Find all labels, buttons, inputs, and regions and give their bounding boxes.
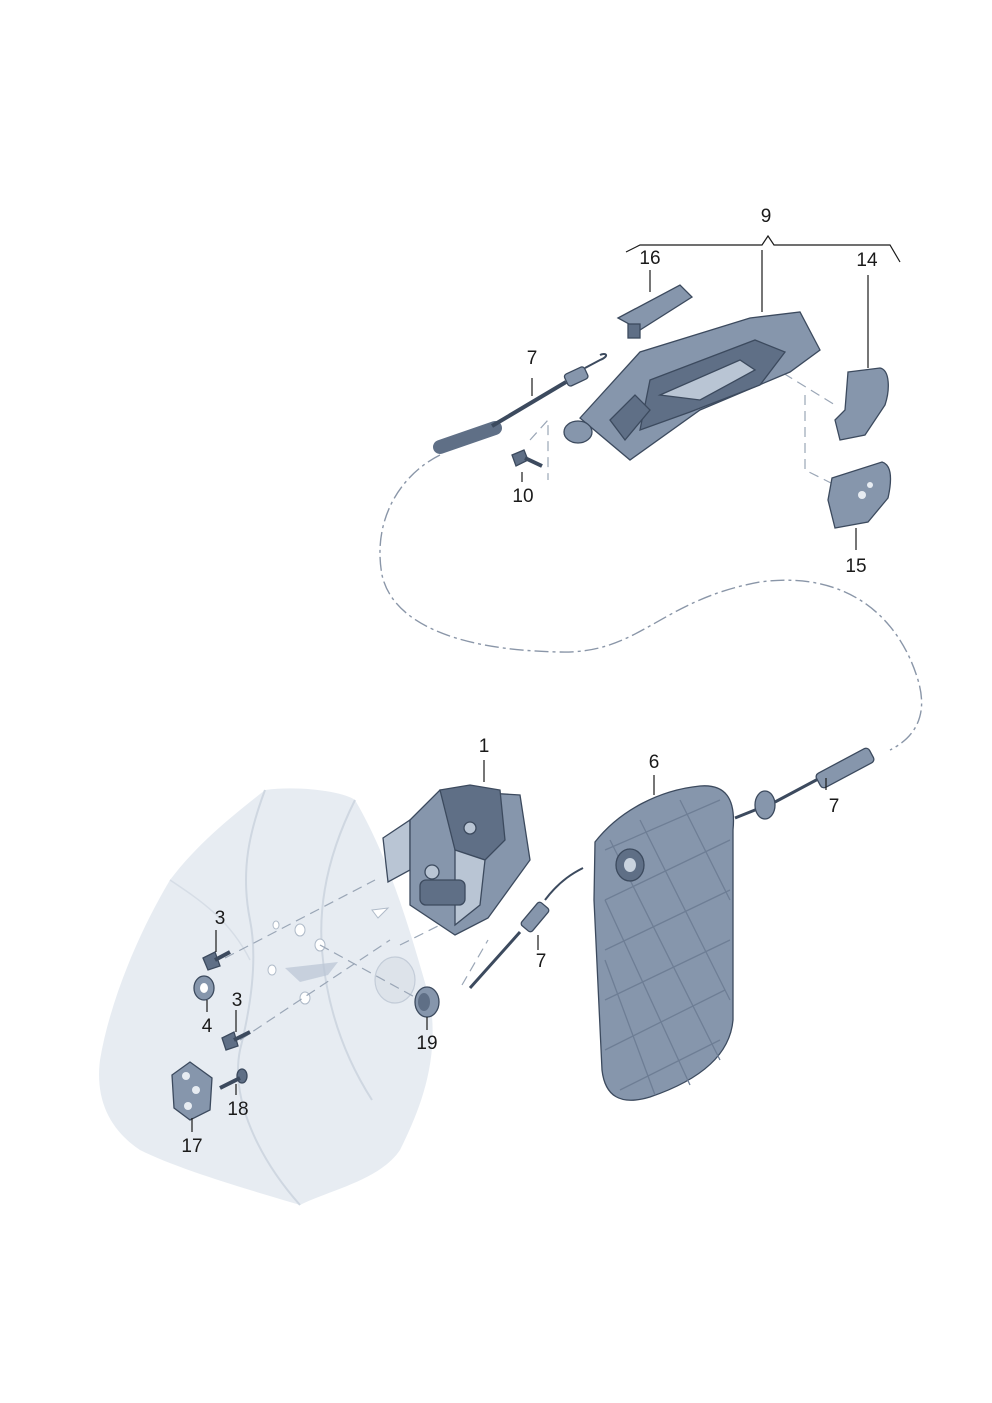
screw-part-3-upper [202,950,231,971]
release-cable-lower-right [734,747,875,820]
striker-plate-part [171,1061,213,1121]
callout-labels: 1 3 3 4 6 7 7 7 9 10 14 15 16 17 18 19 [181,206,878,1157]
callout-10: 10 [512,486,533,507]
callout-16: 16 [639,248,660,269]
callout-15: 15 [845,556,866,577]
assembly-lines [224,364,836,1041]
callout-7-upper: 7 [527,348,538,369]
door-shell [99,788,433,1206]
bolt-part [219,1068,248,1090]
callout-4: 4 [202,1016,213,1037]
callout-14: 14 [856,250,878,271]
callout-18: 18 [227,1099,248,1120]
callout-19: 19 [416,1033,437,1054]
callout-7-lower: 7 [536,951,547,972]
callout-3-lower: 3 [232,990,243,1011]
release-cable-lower-left [468,867,584,989]
callout-1: 1 [479,736,490,757]
callout-17: 17 [181,1136,202,1157]
interior-door-handle-part [563,311,821,461]
washer-part [193,975,215,1001]
lock-cover-panel-part [593,785,735,1101]
screw-part-3-lower [221,1030,251,1051]
callout-9: 9 [761,206,772,227]
callout-6: 6 [649,752,660,773]
door-lock-part [382,784,531,936]
switch-trim-part [827,461,892,529]
plug-part [414,986,440,1018]
callout-7-right: 7 [829,796,840,817]
handle-insert-part [616,284,694,339]
release-cable-upper [433,352,607,454]
callout-3-upper: 3 [215,908,226,929]
leader-lines [191,234,901,1132]
end-cap-part [834,367,889,441]
screw-part-10 [511,449,543,468]
bowden-cable-run [379,454,923,751]
